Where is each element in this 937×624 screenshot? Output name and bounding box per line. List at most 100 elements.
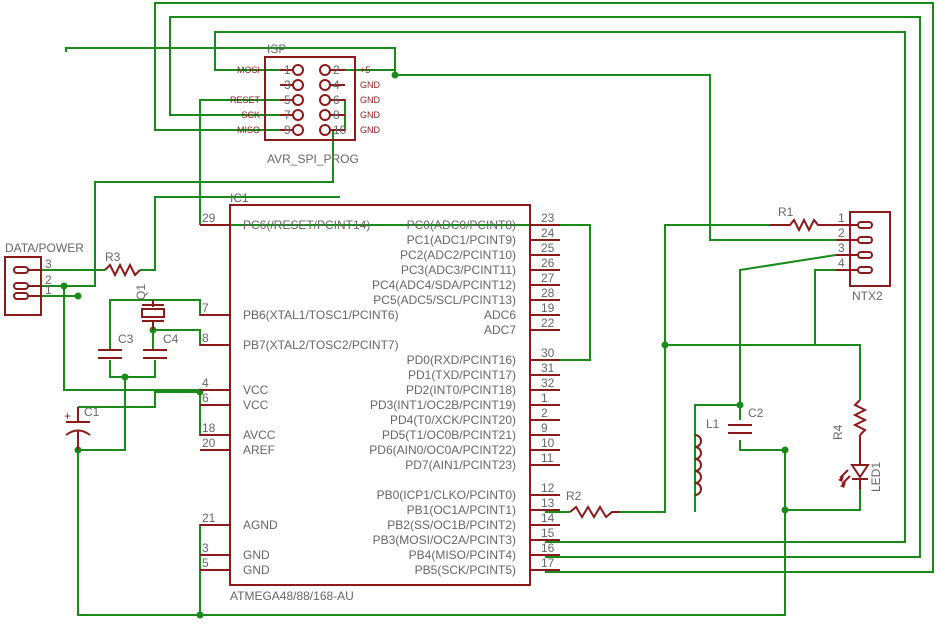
ic1-left-pin-label: PB6(XTAL1/TOSC1/PCINT6): [243, 308, 399, 322]
isp-pin-hole: [319, 94, 331, 106]
data-power-pin-slot: [13, 266, 29, 274]
isp-pin-hole: [319, 109, 331, 121]
data-power-pin-slot: [13, 292, 29, 300]
isp-pin-number: 9: [284, 123, 291, 137]
wire-ntx3: [739, 254, 837, 420]
ntx2-pin-number: 2: [838, 226, 845, 240]
junction: [74, 292, 82, 300]
isp-name: AVR_SPI_PROG: [267, 152, 359, 166]
data-power-body: [4, 256, 42, 316]
ic1-left-pin-label: AREF: [243, 443, 275, 457]
ic1-right-pin-number: 28: [541, 286, 555, 300]
ic1-body: [229, 204, 531, 586]
wire-cap-gnd-down: [78, 377, 126, 451]
ntx2-pin-slot: [857, 236, 873, 244]
ic1-left-pin-label: GND: [243, 563, 270, 577]
ic1-right-pin-number: 22: [541, 316, 555, 330]
ic1-right-pin-number: 23: [541, 211, 555, 225]
isp-left-signal: MOSI: [237, 65, 260, 75]
c4-label: C4: [163, 332, 179, 346]
capacitor-c4: C4: [143, 332, 179, 359]
wire-ntx4: [665, 269, 836, 346]
ntx2-body: [849, 211, 891, 287]
ntx2-pin-slot: [857, 266, 873, 274]
q1-label: Q1: [134, 284, 148, 300]
junction: [661, 341, 669, 349]
ic1-left-pin-number: 7: [202, 301, 209, 315]
led1-label: LED1: [869, 462, 883, 492]
ic1-right-pin-number: 13: [541, 496, 555, 510]
ntx2-pin-slot: [857, 221, 873, 229]
isp-pin-hole: [319, 64, 331, 76]
isp-right-signal: GND: [360, 80, 381, 90]
wire-l1: [694, 404, 740, 512]
isp-pin-number: 1: [284, 63, 291, 77]
isp-pin-number: 3: [284, 78, 291, 92]
isp-left-signal: MISO: [237, 125, 260, 135]
r3-label: R3: [105, 250, 121, 264]
wire-isp7-sck: [169, 16, 921, 558]
ic1-right-pin-number: 9: [541, 421, 548, 435]
isp-right-signal: GND: [360, 110, 381, 120]
isp-title: ISP: [267, 42, 286, 56]
ic1-left-pin-label: PB7(XTAL2/TOSC2/PCINT7): [243, 338, 399, 352]
ic1-right-pin-number: 19: [541, 301, 555, 315]
ic1-right-pin-number: 16: [541, 541, 555, 555]
ic1-right-pin-label: PC1(ADC1/PCINT9): [407, 233, 516, 247]
junction: [196, 611, 204, 619]
data-power-pin-number: 2: [45, 273, 52, 287]
ntx2-name: NTX2: [852, 289, 883, 303]
wire-led: [665, 344, 861, 400]
isp-pin-number: 5: [284, 93, 291, 107]
junction: [391, 71, 399, 79]
ic1-right-pin-number: 14: [541, 511, 555, 525]
capacitor-c3: C3: [98, 332, 134, 359]
ntx2-pin-number: 4: [838, 256, 845, 270]
ic1-right-pin-label: PC0(ADC0/PCINT8): [407, 218, 516, 232]
isp-pin-number: 6: [333, 93, 340, 107]
junctions: [60, 71, 789, 619]
ic1-right-pin-number: 1: [541, 391, 548, 405]
ic1-right-pin-label: PD6(AIN0/OC0A/PCINT22): [369, 443, 516, 457]
ic1-right-pin-label: PB5(SCK/PCINT5): [415, 563, 516, 577]
data-power-pin-number: 3: [45, 257, 52, 271]
isp-pin-number: 4: [333, 78, 340, 92]
ic1-left-pin-label: VCC: [243, 383, 269, 397]
ic1-left-pin-number: 18: [202, 421, 216, 435]
wire-pd0: [200, 224, 591, 361]
c3-label: C3: [118, 332, 134, 346]
wire-led-gnd: [785, 490, 861, 511]
wire-c3c4-gnd: [109, 360, 156, 378]
ic1-right-pin-label: PC5(ADC5/SCL/PCINT13): [373, 293, 516, 307]
isp-pin-hole: [292, 109, 304, 121]
capacitor-c2: C2: [728, 406, 764, 434]
r4-label: R4: [831, 424, 845, 440]
wire-isp-reset: [199, 99, 280, 225]
ic1-left-pin-label: GND: [243, 548, 270, 562]
isp-pin-number: 2: [333, 63, 340, 77]
data-power-pin-number: 1: [45, 283, 52, 297]
junction: [736, 401, 744, 409]
ic1-left-pin-number: 29: [202, 211, 216, 225]
ic1-right-pin-label: ADC7: [484, 323, 516, 337]
ic1-right-pin-number: 15: [541, 526, 555, 540]
resistor-r2: R2: [566, 489, 620, 519]
inductor-l1: L1: [694, 417, 720, 496]
isp-right-signal: +5: [360, 65, 370, 75]
ntx2-pin-number: 1: [838, 211, 845, 225]
c2-label: C2: [748, 406, 764, 420]
ic1-left-pin-number: 20: [202, 436, 216, 450]
wire-c2-gnd: [739, 440, 785, 451]
wire-isp-gnd: [63, 99, 346, 296]
ntx2-pin-number: 3: [838, 241, 845, 255]
ic1-right-pin-label: PB4(MISO/PCINT4): [409, 548, 516, 562]
ic1-left-pin-label: AVCC: [243, 428, 276, 442]
ic1-right-pin-label: PB0(ICP1/CLKO/PCINT0): [377, 488, 516, 502]
isp-pin-number: 7: [284, 108, 291, 122]
ic1-right-pin-number: 26: [541, 256, 555, 270]
ic1-left-pin-number: 3: [202, 541, 209, 555]
wire-isp-5v: [65, 47, 836, 241]
wire-isp1-mosi: [214, 31, 906, 543]
